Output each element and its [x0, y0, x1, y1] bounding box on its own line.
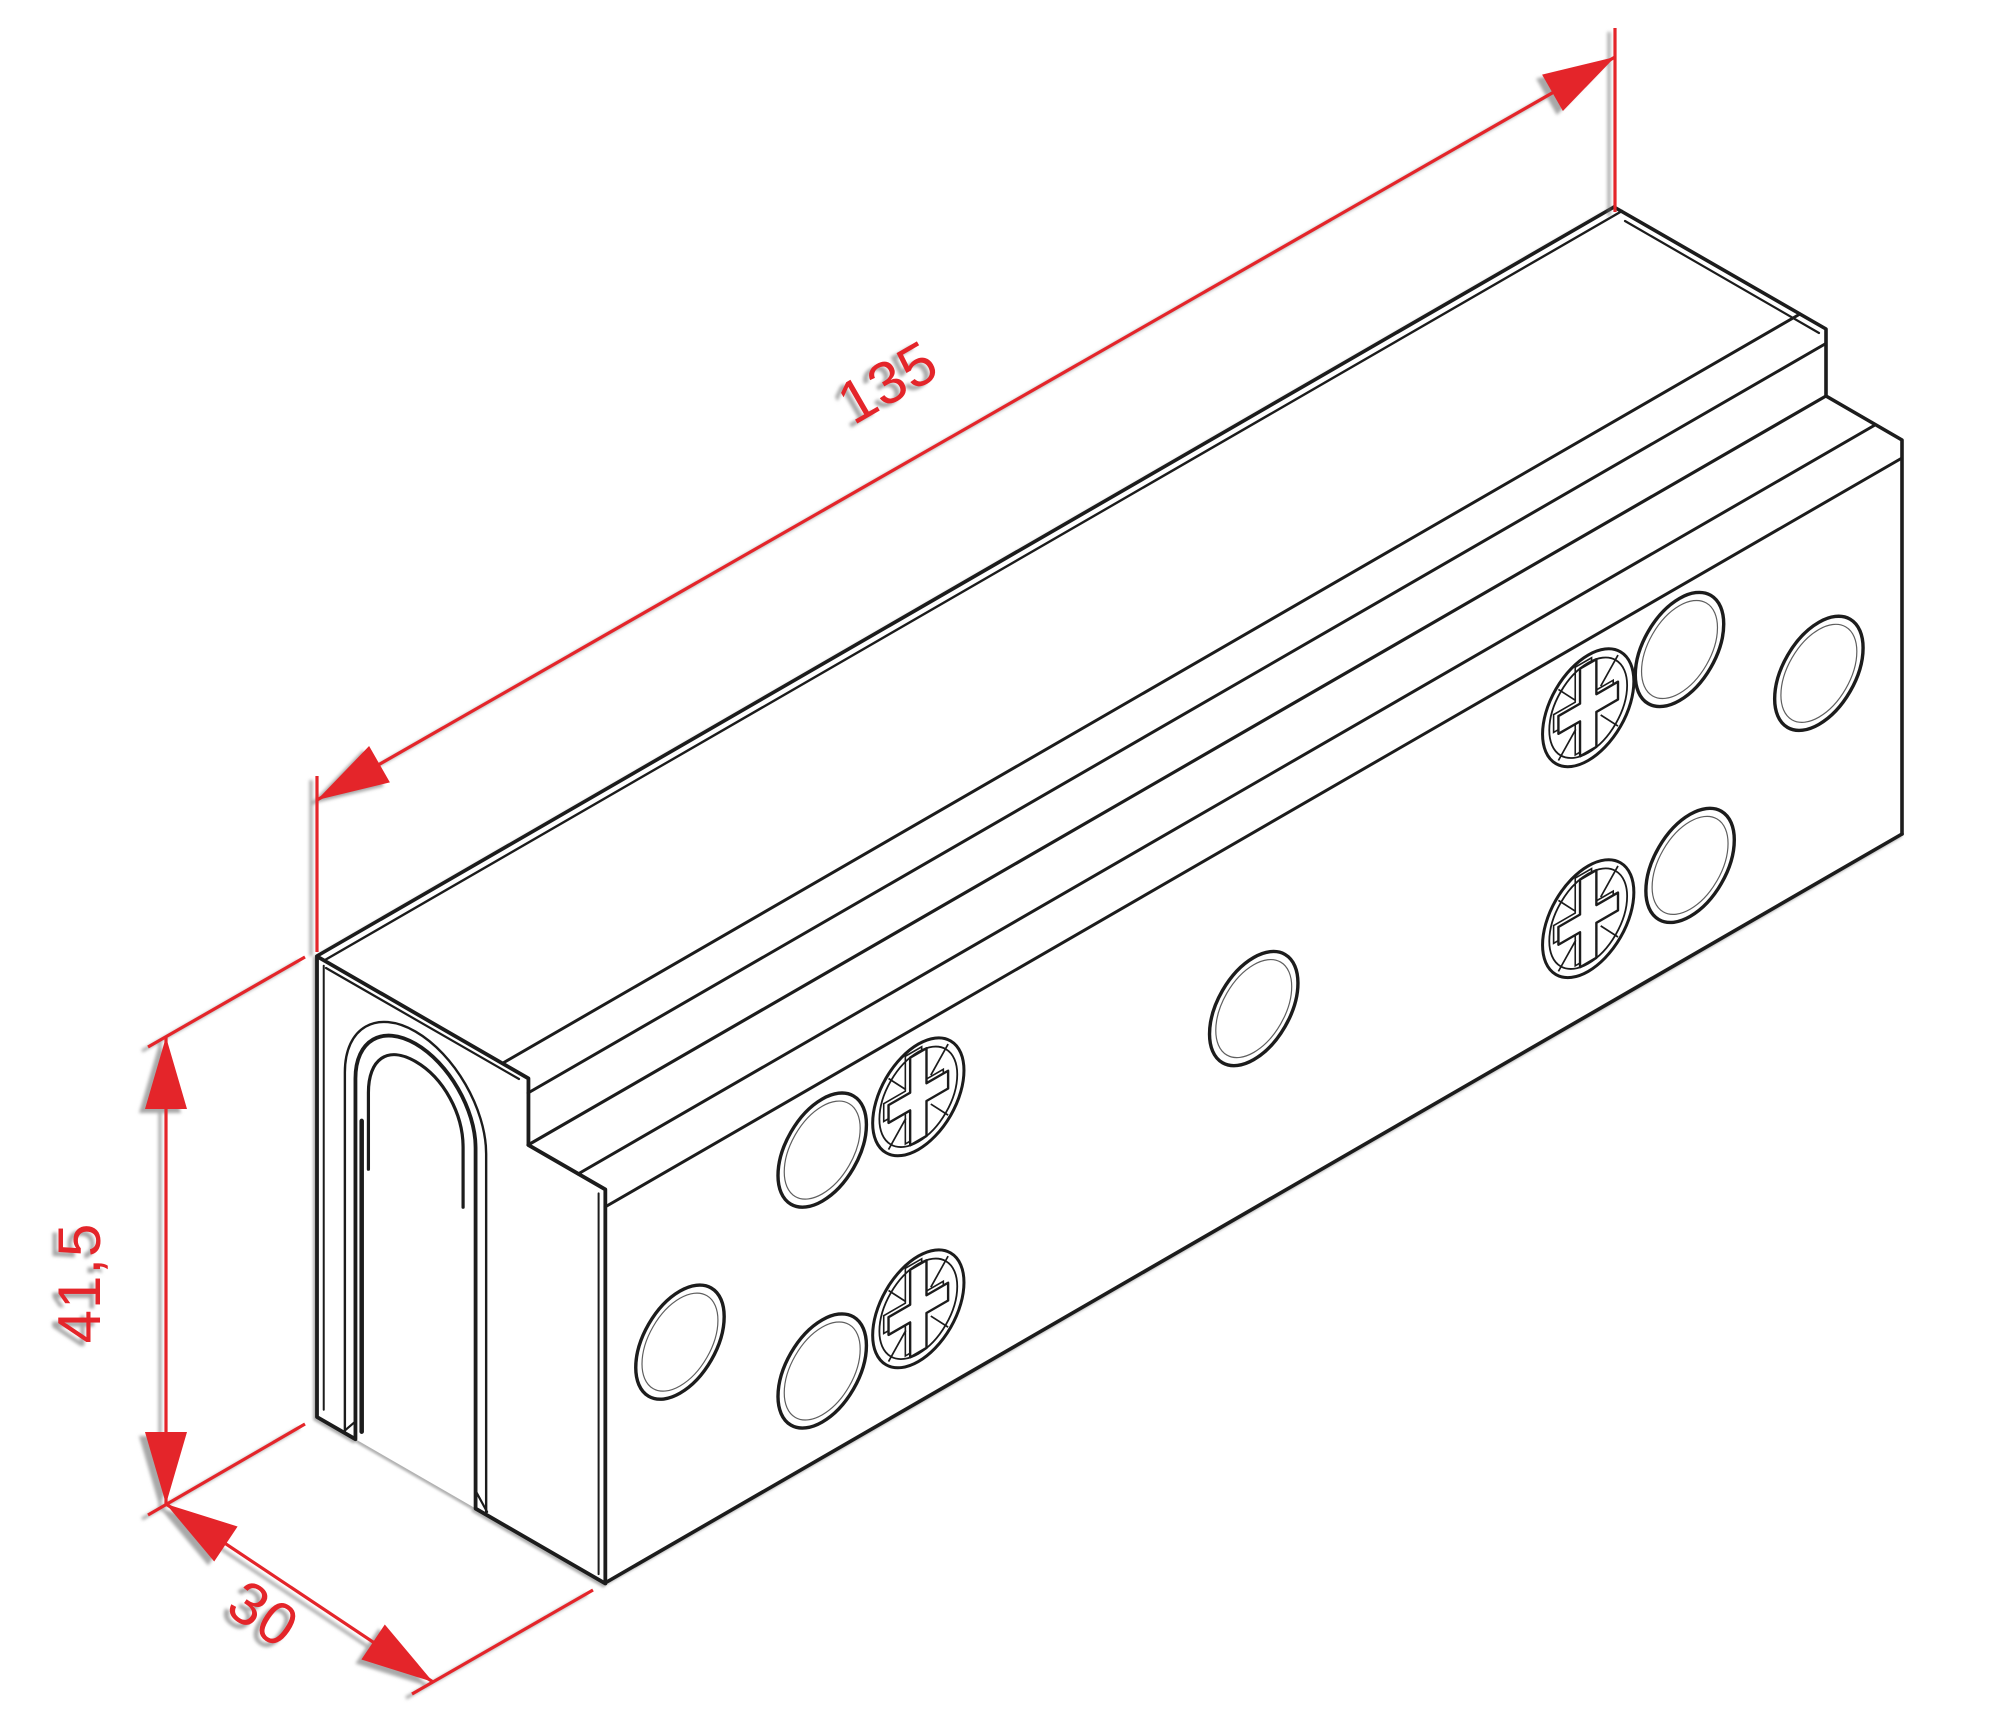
screw-facet-line: [889, 1330, 906, 1361]
dimension-arrowhead-icon: [145, 1432, 187, 1504]
ridge-edge: [315, 205, 1616, 958]
screw-facet-line: [931, 1094, 948, 1125]
screw-facet-line: [931, 1256, 948, 1287]
screw-head-rim: [873, 1230, 964, 1388]
dimensions: 135 41,5 30: [46, 28, 1617, 1696]
counterbore-hole: [1635, 573, 1723, 726]
screw-facet-line: [1601, 916, 1618, 947]
hole-chamfer-line: [784, 1305, 860, 1437]
screw-head-rim: [873, 1018, 964, 1176]
front-bottom-edge: [603, 832, 1904, 1585]
screw-facet-line: [889, 1281, 906, 1312]
phillips-cross: [1558, 858, 1618, 980]
hole-chamfer-line: [1652, 800, 1728, 932]
part-drawing: [315, 205, 1904, 1585]
screw-facet-line: [1601, 866, 1618, 897]
counterbore-hole: [1646, 789, 1734, 942]
counterbore-hole: [1210, 932, 1298, 1085]
part-end-face: [317, 956, 605, 1583]
front-top-tangent-edge: [603, 456, 1904, 1209]
extension-line: [147, 1422, 306, 1517]
end-face-outline: [317, 956, 605, 1583]
screw-head-rim: [1543, 840, 1634, 998]
screw-facet-line: [931, 1044, 948, 1075]
hole-chamfer-line: [642, 1276, 718, 1408]
extension-line: [411, 1588, 594, 1696]
dimension-line: [316, 55, 1616, 802]
screw-facet-line: [1558, 890, 1575, 921]
part-front-face: [636, 492, 1863, 1529]
extension-line: [147, 955, 306, 1049]
screw-facet-line: [1601, 655, 1618, 686]
rib-ledge-concave-edge: [526, 394, 1828, 1147]
part-silhouette: [317, 207, 1902, 1583]
front-top-edge: [576, 423, 1877, 1176]
counterbore-hole: [636, 1266, 724, 1419]
counterbore-hole: [778, 1294, 866, 1447]
front-face-screws: [873, 629, 1634, 1388]
phillips-screw-icon: [873, 1230, 964, 1388]
dimension-label-height: 41,5: [46, 1223, 113, 1344]
rib-front-top-edge: [501, 312, 1802, 1065]
dimension-label-length: 135: [826, 327, 949, 437]
hole-chamfer-line: [784, 1084, 860, 1216]
phillips-cross: [889, 1036, 949, 1158]
dimension-height: 41,5: [46, 955, 306, 1517]
screw-facet-line: [931, 1306, 948, 1337]
phillips-screw-icon: [1543, 840, 1634, 998]
slot-inner-arch: [368, 1034, 463, 1224]
hole-chamfer-line: [1781, 608, 1857, 740]
screw-facet-line: [1601, 705, 1618, 736]
phillips-screw-icon: [873, 1018, 964, 1176]
hole-chamfer-line: [1216, 943, 1292, 1075]
phillips-cross: [889, 1248, 949, 1370]
screw-head-rim: [1543, 629, 1634, 787]
dimension-arrowhead-icon: [1542, 57, 1615, 111]
phillips-screw-icon: [1543, 629, 1634, 787]
dimension-label-depth: 30: [216, 1567, 310, 1661]
dimension-arrowhead-icon: [145, 1037, 187, 1109]
screw-facet-line: [1558, 940, 1575, 971]
slot-chamfer-arch: [345, 991, 486, 1513]
slot-lead-in-tick-right: [476, 1491, 488, 1512]
screw-facet-line: [1558, 729, 1575, 760]
dimension-arrowhead-icon: [166, 1504, 238, 1562]
counterbore-hole: [1775, 597, 1863, 750]
screw-facet-line: [889, 1069, 906, 1100]
dimension-arrowhead-icon: [361, 1624, 433, 1682]
counterbore-hole: [778, 1074, 866, 1227]
screw-facet-line: [889, 1118, 906, 1149]
rib-front-bottom-tangent: [526, 342, 1827, 1095]
phillips-cross: [1558, 647, 1618, 769]
hole-chamfer-line: [1642, 584, 1718, 716]
ridge-tangent-edge: [323, 209, 1624, 962]
screw-facet-line: [1558, 679, 1575, 710]
part-edges: [315, 205, 1904, 1585]
front-face-holes: [636, 492, 1863, 1529]
left-end-top-double-edge: [324, 966, 521, 1081]
slot-lead-in-tick-left: [345, 1416, 355, 1436]
dimension-arrowhead-icon: [317, 746, 390, 800]
right-end-top-double-edge: [1623, 219, 1821, 335]
